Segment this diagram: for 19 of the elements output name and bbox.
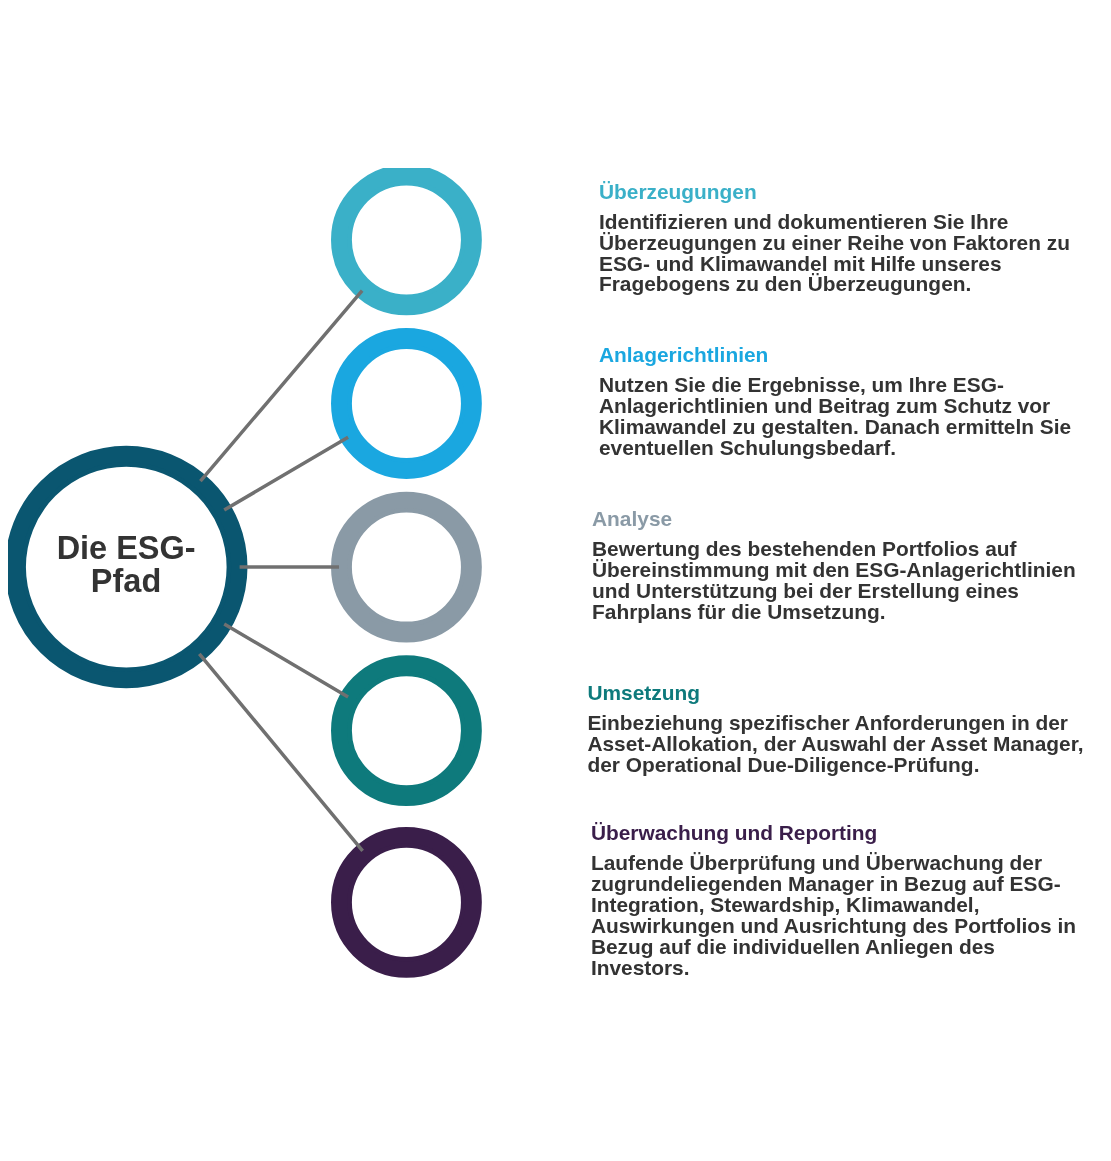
- node-label: Nutzen Sie die Ergebnisse, um Ihre ESG-Anlagerichtlinien und Beitrag zum Schutz vor Klimawandel zu gestalten. Danach ermitteln Sie eventuellen Schulungsbedarf.: [599, 372, 1072, 459]
- node-label: Einbeziehung spezifischer Anforderungen in der Asset-Allokation, der Auswahl der Asset Manager, der Operational Due-Diligence-Prüfung.: [587, 710, 1084, 776]
- connector: [199, 289, 364, 482]
- node-circle: [331, 654, 482, 806]
- node-label: Überwachung und Reporting: [590, 820, 878, 844]
- node-label: Umsetzung: [587, 680, 700, 704]
- node-label: Analyse: [592, 506, 673, 530]
- connector: [223, 435, 349, 512]
- node-label: Bewertung des bestehenden Portfolios auf Übereinstimmung mit den ESG-Anlagerichtlinien und Unterstützung bei der Erstellung eines Fahrplans für die Umsetzung.: [592, 536, 1076, 623]
- node-label: Identifizieren und dokumentieren Sie Ihre Überzeugungen zu einer Reihe von Faktoren zu ESG- und Klimawandel mit Hilfe unseres Fragebogens zu den Überzeugungen.: [599, 209, 1070, 295]
- connector: [198, 652, 364, 852]
- node-circle: [331, 826, 482, 978]
- node-label: Überzeugungen: [599, 179, 757, 203]
- connector: [239, 564, 339, 569]
- node-label: Laufende Überprüfung und Überwachung der zugrundeliegenden Manager in Bezug auf ESG-Integration, Stewardship, Klimawandel, Auswirkungen und Ausrichtung des Portfolios in Bezug auf die individuellen Anliegen des Investors.: [590, 850, 1077, 979]
- connector: [223, 622, 349, 698]
- node-label: Anlagerichtlinien: [599, 342, 769, 366]
- node-circle: [331, 491, 482, 642]
- node-circle: [331, 327, 482, 479]
